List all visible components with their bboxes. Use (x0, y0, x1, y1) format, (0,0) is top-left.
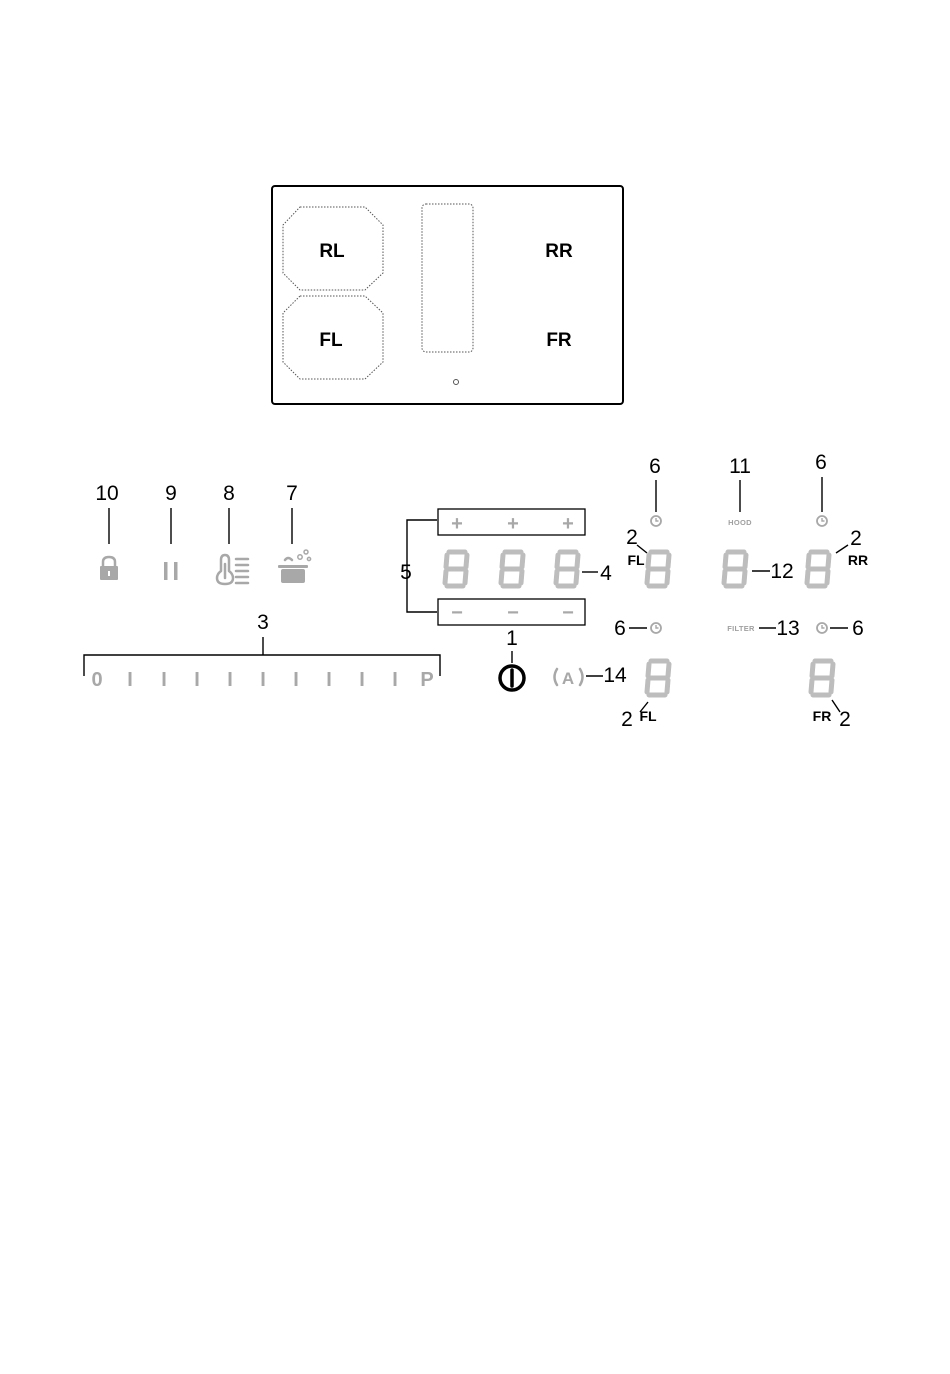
hob-outline (272, 186, 623, 404)
zone-display-fl-top (647, 552, 669, 586)
hood-extractor-outline (422, 204, 473, 352)
clock-icon (651, 623, 661, 633)
slider-mark-2[interactable]: I (161, 669, 167, 691)
power-icon[interactable] (500, 666, 524, 690)
callout-slider: 3 (257, 611, 269, 634)
pot-icon[interactable] (278, 550, 311, 583)
callout-hood-display: 12 (770, 560, 793, 583)
slider-mark-0[interactable]: 0 (91, 669, 102, 691)
callout-zone-fl-top: 2 (626, 526, 638, 549)
callout-keep-warm: 8 (223, 482, 235, 505)
slider-mark-p[interactable]: P (420, 669, 433, 691)
callout-zone-fl-bottom: 2 (621, 708, 633, 731)
callout-hood: 11 (729, 455, 751, 478)
clock-icon (651, 516, 661, 526)
slider-mark-1[interactable]: I (127, 669, 133, 691)
power-level-slider[interactable]: 0 I I I I I I I I I P (91, 669, 433, 691)
slider-mark-8[interactable]: I (359, 669, 365, 691)
callout-timer-front-left: 6 (614, 617, 626, 640)
zone-label-fr: FR (546, 330, 572, 351)
slider-mark-5[interactable]: I (260, 669, 266, 691)
slider-mark-9[interactable]: I (392, 669, 398, 691)
plus-button-1[interactable]: + (451, 513, 463, 535)
slider-mark-3[interactable]: I (194, 669, 200, 691)
callout-filter: 13 (776, 617, 799, 640)
zone-label-fl: FL (319, 330, 343, 351)
callout-zone-fr: 2 (839, 708, 851, 731)
slider-mark-4[interactable]: I (227, 669, 233, 691)
lock-icon[interactable] (100, 557, 118, 580)
slider-mark-6[interactable]: I (293, 669, 299, 691)
indicator-label-fr: FR (813, 708, 832, 724)
callout-zone-rr: 2 (850, 527, 862, 550)
slider-mark-7[interactable]: I (326, 669, 332, 691)
minus-button-2[interactable]: − (507, 602, 519, 624)
zone-display-fl-bottom (647, 661, 669, 695)
callout-plus-minus: 5 (400, 561, 412, 584)
filter-label[interactable]: FILTER (727, 624, 755, 633)
callout-timer-front-right: 6 (852, 617, 864, 640)
auto-label: A (562, 669, 574, 688)
callout-timer-fl: 6 (649, 455, 661, 478)
callout-timer-display: 4 (600, 562, 612, 585)
timer-digit-3 (556, 552, 578, 586)
minus-button-1[interactable]: − (451, 602, 463, 624)
zone-label-rr: RR (545, 241, 573, 262)
callout-power: 1 (506, 627, 518, 650)
callout-pause: 9 (165, 482, 177, 505)
hood-label[interactable]: HOOD (728, 518, 752, 527)
hood-display (724, 552, 746, 586)
timer-digit-2 (501, 552, 523, 586)
plus-button-3[interactable]: + (562, 513, 574, 535)
minus-button-3[interactable]: − (562, 602, 574, 624)
timer-digit-1 (445, 552, 467, 586)
zone-display-fr (811, 661, 833, 695)
callout-auto: 14 (603, 664, 627, 687)
plus-button-2[interactable]: + (507, 513, 519, 535)
indicator-label-fl-top: FL (627, 552, 645, 568)
indicator-label-fl-bottom: FL (639, 708, 657, 724)
pause-icon[interactable] (164, 562, 178, 580)
clock-icon (817, 516, 827, 526)
callout-boost: 7 (286, 482, 298, 505)
clock-icon (817, 623, 827, 633)
auto-hood-icon[interactable]: A (555, 669, 583, 688)
callout-timer-rr: 6 (815, 451, 827, 474)
callout-lock: 10 (95, 482, 118, 505)
hob-sensor-dot (454, 380, 459, 385)
zone-display-rr (807, 552, 829, 586)
indicator-label-rr: RR (848, 552, 868, 568)
zone-label-rl: RL (319, 241, 345, 262)
thermometer-icon[interactable] (217, 555, 248, 584)
